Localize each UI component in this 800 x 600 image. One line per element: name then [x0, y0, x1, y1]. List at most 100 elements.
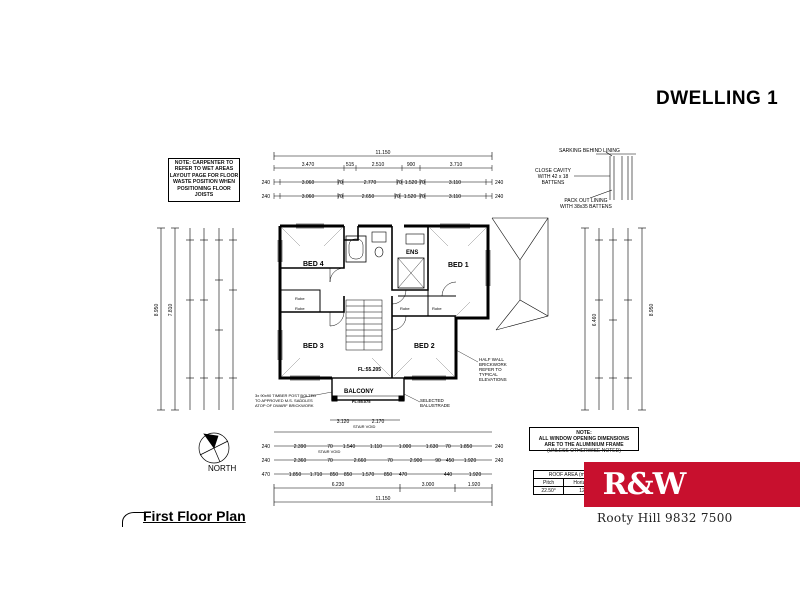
dim-label: 240 [262, 180, 271, 186]
dim-label: 70 [337, 180, 343, 186]
left-dimension-labels: 8.950 7.810 [154, 304, 174, 317]
carpenter-note-line: REFER TO WET AREAS [174, 166, 234, 173]
carpenter-note-line: WASTE POSITION WHEN [173, 179, 235, 186]
dim-label: 1.520 [405, 180, 418, 186]
fl-level-label: FL:55.205 [358, 367, 381, 373]
dim-label: 70 [419, 180, 425, 186]
bed3-wall [280, 296, 345, 313]
dim-label: 70 [396, 180, 402, 186]
north-arrow [198, 432, 230, 464]
ensuite-wall [391, 226, 429, 291]
shower [397, 257, 425, 289]
dim-label: 240 [495, 458, 504, 464]
balustrade-note: SELECTED BALUSTRADE [420, 398, 450, 408]
dim-label: 3.710 [450, 162, 463, 168]
dim-label: 70 [394, 194, 400, 200]
windows [277, 223, 491, 381]
dim-label: 2.510 [372, 162, 385, 168]
bottom-dimensions [273, 419, 493, 506]
detail-label-group: CLOSE CAVITY WITH 42 x 18 BATTENS [533, 168, 573, 186]
dim-label: 1.710 [310, 472, 323, 478]
toilet [374, 246, 384, 258]
dim-label: 70 [327, 444, 333, 450]
dim-label: 1.110 [370, 444, 382, 450]
dim-label: 70 [327, 458, 333, 464]
stair-void-label: STAIR VOID [318, 449, 340, 454]
bath [345, 235, 367, 263]
dim-label: 440 [444, 472, 453, 478]
dim-label: 90 [435, 458, 441, 464]
robe-labels: Robe Robe Robe Robe [295, 296, 442, 311]
robe-wall [280, 289, 321, 312]
carpenter-note-line: JOISTS [194, 192, 214, 199]
robe-label: Robe [432, 306, 442, 311]
dim-label: 3.060 [302, 180, 315, 186]
ensuite-basin [405, 233, 425, 245]
detail-label: WITH 38x35 BATTENS [560, 204, 612, 210]
dim-label: 1.850 [460, 444, 473, 450]
right-dimensions [581, 227, 646, 411]
room-label-balcony: BALCONY [344, 389, 374, 395]
dim-label: 6.230 [332, 482, 345, 488]
half-wall-line: HALF WALL [479, 357, 504, 362]
dim-label: 1.920 [464, 458, 477, 464]
balustrade-line: SELECTED [420, 398, 444, 403]
room-label-bed2: BED 2 [414, 343, 435, 350]
dim-label: 1.920 [469, 472, 482, 478]
dim-label: 70 [387, 458, 393, 464]
carpenter-note-line: POSITIONING FLOOR [177, 185, 231, 192]
dim-label: 11.150 [376, 496, 391, 502]
top-dimensions [273, 152, 493, 199]
dim-label: 2.170 [372, 419, 385, 425]
room-label-bed1: BED 1 [448, 262, 469, 269]
detail-label: PACK OUT LINING [564, 198, 608, 204]
roof-outline [491, 217, 549, 331]
detail-label: CLOSE CAVITY [534, 168, 572, 174]
plan-title: First Floor Plan [143, 508, 246, 524]
floor-plan [277, 217, 549, 403]
brand-logo: R&W [602, 467, 687, 502]
brand-phone: Rooty Hill 9832 7500 [597, 511, 733, 525]
room-label-ens: ENS [406, 250, 418, 256]
balcony-level-label: FL:55.075 [352, 399, 371, 404]
window-note-heading: NOTE: [576, 430, 592, 436]
dim-label: 1.570 [362, 472, 375, 478]
timber-post-line: TO APPROVED M.S. SADDLES [255, 397, 313, 403]
window-note-line: ARE TO THE ALUMINIUM FRAME [544, 442, 624, 448]
dim-label: 70 [337, 194, 343, 200]
dim-label: 2.390 [294, 444, 307, 450]
robe-label: Robe [295, 296, 305, 301]
dim-label: 3.060 [302, 194, 315, 200]
room-label-bed3: BED 3 [303, 343, 324, 350]
dim-label: 1.850 [289, 472, 302, 478]
robe-label: Robe [400, 306, 410, 311]
carpenter-note: NOTE: CARPENTER TO REFER TO WET AREAS LA… [168, 158, 240, 202]
dim-label: 470 [399, 472, 408, 478]
right-dimension-labels: 6.460 8.950 [592, 304, 655, 327]
dim-label: 240 [495, 194, 504, 200]
dim-label: 7.810 [168, 304, 174, 317]
dim-label: 6.460 [592, 314, 598, 327]
timber-post-line: 3x 90x90 TIMBER POST BOLTED [255, 393, 317, 398]
dim-label: 3.000 [422, 482, 435, 488]
dim-label: 8.950 [649, 304, 655, 317]
dim-label: 3.110 [449, 180, 461, 186]
dim-label: 850 [330, 472, 339, 478]
window-note-line: (UNLESS OTHERWISE NOTED) [547, 448, 621, 454]
dim-label: 2.660 [354, 458, 367, 464]
roof-table-cell: 22.50° [532, 486, 565, 495]
leader-lines [299, 349, 479, 403]
brand-banner: R&W [584, 462, 800, 507]
north-label: NORTH [208, 464, 237, 473]
post [331, 395, 338, 402]
dim-label: 3.110 [449, 194, 461, 200]
balustrade-line: BALUSTRADE [420, 403, 451, 408]
dim-label: 900 [407, 162, 416, 168]
dim-label: 850 [344, 472, 353, 478]
dim-label: 2.650 [362, 194, 375, 200]
left-dimensions [157, 227, 237, 411]
room-label-bed4: BED 4 [303, 261, 324, 268]
stairs [345, 299, 383, 351]
half-wall-note: HALF WALL BRICKWORK REFER TO TYPICAL ELE… [479, 357, 507, 382]
